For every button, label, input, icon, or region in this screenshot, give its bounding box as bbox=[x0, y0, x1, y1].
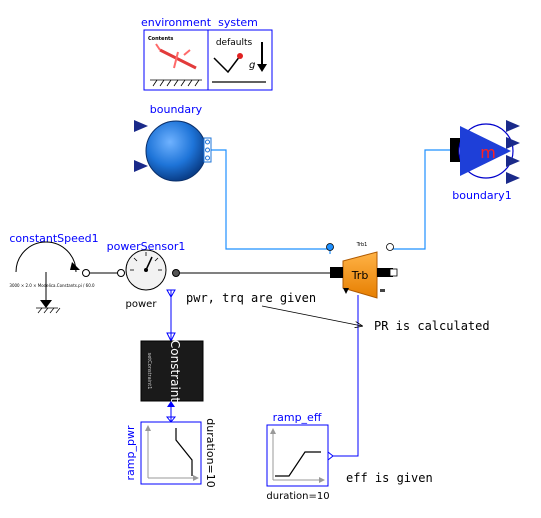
boundary1-input-triangle-4 bbox=[506, 172, 520, 184]
powersensor-label: powerSensor1 bbox=[107, 240, 186, 253]
ramp-eff-axis-x-arrow-icon bbox=[319, 477, 325, 483]
ramp-eff-component[interactable]: ramp_eff duration=10 bbox=[266, 411, 334, 502]
note-eff: eff is given bbox=[346, 471, 433, 485]
turbine-small-marker bbox=[380, 289, 385, 292]
ramp-eff-label: ramp_eff bbox=[273, 411, 322, 424]
speed-arc-icon bbox=[15, 241, 77, 273]
ramp-pwr-label: ramp_pwr bbox=[124, 425, 137, 480]
boundary-sphere bbox=[145, 120, 207, 182]
gauge-hub-icon bbox=[144, 268, 148, 272]
signal-connection-rampeff-to-turbine[interactable] bbox=[333, 295, 359, 457]
powersensor-flange-a[interactable] bbox=[117, 269, 125, 277]
environment-label: environment bbox=[141, 16, 212, 29]
ramp-eff-duration: duration=10 bbox=[266, 491, 329, 502]
constraint-instance: setConstraint1 bbox=[146, 353, 152, 390]
boundary1-input-triangle-1 bbox=[506, 120, 520, 132]
turbine-shaft-flange[interactable] bbox=[389, 268, 398, 277]
ramp-eff-curve bbox=[275, 451, 321, 477]
powersensor-output-port[interactable] bbox=[166, 289, 176, 299]
ramp-pwr-component[interactable]: ramp_pwr duration=10 bbox=[124, 416, 217, 488]
defaults-check-icon bbox=[213, 55, 241, 74]
constraint-box bbox=[140, 340, 204, 402]
speed-ground-hatch-icon bbox=[36, 307, 61, 314]
system-component[interactable]: system defaults g bbox=[207, 16, 273, 91]
turbine-shaft-left[interactable] bbox=[330, 267, 343, 278]
ramp-pwr-box bbox=[140, 421, 202, 485]
turbine-body bbox=[342, 251, 378, 299]
ground-hatch-icon bbox=[150, 79, 202, 87]
constraint-input-port[interactable] bbox=[166, 332, 176, 343]
note-pwr-trq: pwr, trq are given bbox=[186, 291, 316, 305]
turbine-outlet-port[interactable] bbox=[386, 243, 394, 251]
turbine-shaft-right[interactable] bbox=[377, 268, 393, 277]
system-g: g bbox=[249, 60, 255, 71]
constraint-label: Constraint bbox=[168, 340, 182, 403]
boundary1-label: boundary1 bbox=[452, 189, 511, 202]
constraint-component[interactable]: Constraint setConstraint1 bbox=[140, 332, 204, 407]
boundary1-component[interactable]: m boundary1 bbox=[450, 120, 520, 202]
constantspeed-flange[interactable] bbox=[82, 269, 90, 277]
fluid-connection-boundary-to-turbine[interactable] bbox=[211, 149, 331, 254]
ramp-eff-axis-y-arrow-icon bbox=[270, 428, 276, 434]
boundary-port-triangle-1 bbox=[134, 120, 148, 132]
ramp-pwr-output-port[interactable] bbox=[165, 416, 177, 423]
boundary1-triangle bbox=[460, 126, 511, 176]
powersensor-flange-b[interactable] bbox=[172, 269, 180, 277]
turbine-component[interactable]: Trb1 Trb bbox=[326, 242, 398, 299]
powersensor-sublabel: power bbox=[126, 299, 158, 310]
boundary-label: boundary bbox=[150, 103, 203, 116]
gravity-arrowhead-icon bbox=[257, 64, 267, 72]
ramp-pwr-axis-y-arrow-icon bbox=[145, 425, 151, 431]
turbine-inlet-port[interactable] bbox=[326, 243, 334, 251]
fluid-connection-turbine-to-boundary1[interactable] bbox=[390, 149, 450, 250]
constantspeed-label: constantSpeed1 bbox=[9, 232, 98, 245]
environment-contents: Contents bbox=[148, 36, 173, 42]
ramp-pwr-curve bbox=[175, 428, 193, 476]
gauge-ticks-icon bbox=[130, 252, 162, 271]
ramp-pwr-axis-x-arrow-icon bbox=[193, 475, 199, 481]
boundary-fluid-port[interactable] bbox=[203, 137, 212, 163]
boundary1-input-triangle-3 bbox=[506, 155, 520, 167]
constantspeed-component[interactable]: constantSpeed1 3000 × 2.0 × Modelica.Con… bbox=[9, 232, 99, 314]
gauge-needle-icon bbox=[145, 256, 153, 271]
airplane-icon bbox=[155, 43, 197, 70]
system-label: system bbox=[218, 16, 258, 29]
ramp-eff-box bbox=[266, 424, 329, 487]
ramp-eff-output-port[interactable] bbox=[327, 450, 334, 462]
defaults-dot-icon bbox=[237, 53, 243, 59]
environment-component[interactable]: environment Contents bbox=[141, 16, 212, 91]
boundary1-input-triangle-2 bbox=[506, 137, 520, 149]
boundary1-symbol: m bbox=[480, 143, 496, 162]
note-pr: PR is calculated bbox=[374, 319, 490, 333]
ramp-pwr-duration: duration=10 bbox=[204, 418, 217, 488]
system-defaults: defaults bbox=[216, 38, 253, 48]
speed-arc-arrowhead-icon bbox=[70, 262, 80, 270]
speed-down-arrow-icon bbox=[40, 300, 52, 308]
constraint-lower-port[interactable] bbox=[167, 401, 175, 407]
boundary-port-triangle-2 bbox=[134, 160, 148, 172]
boundary1-port[interactable] bbox=[450, 138, 460, 162]
boundary-component[interactable]: boundary bbox=[134, 103, 212, 182]
constantspeed-formula: 3000 × 2.0 × Modelica.Constants.pi / 60.… bbox=[9, 283, 95, 288]
powersensor-component[interactable]: powerSensor1 power bbox=[107, 240, 186, 310]
turbine-instance: Trb1 bbox=[356, 242, 368, 248]
turbine-input-port-triangle[interactable] bbox=[343, 288, 349, 294]
note-pointer-arrow bbox=[261, 305, 362, 326]
turbine-label: Trb bbox=[351, 269, 369, 282]
